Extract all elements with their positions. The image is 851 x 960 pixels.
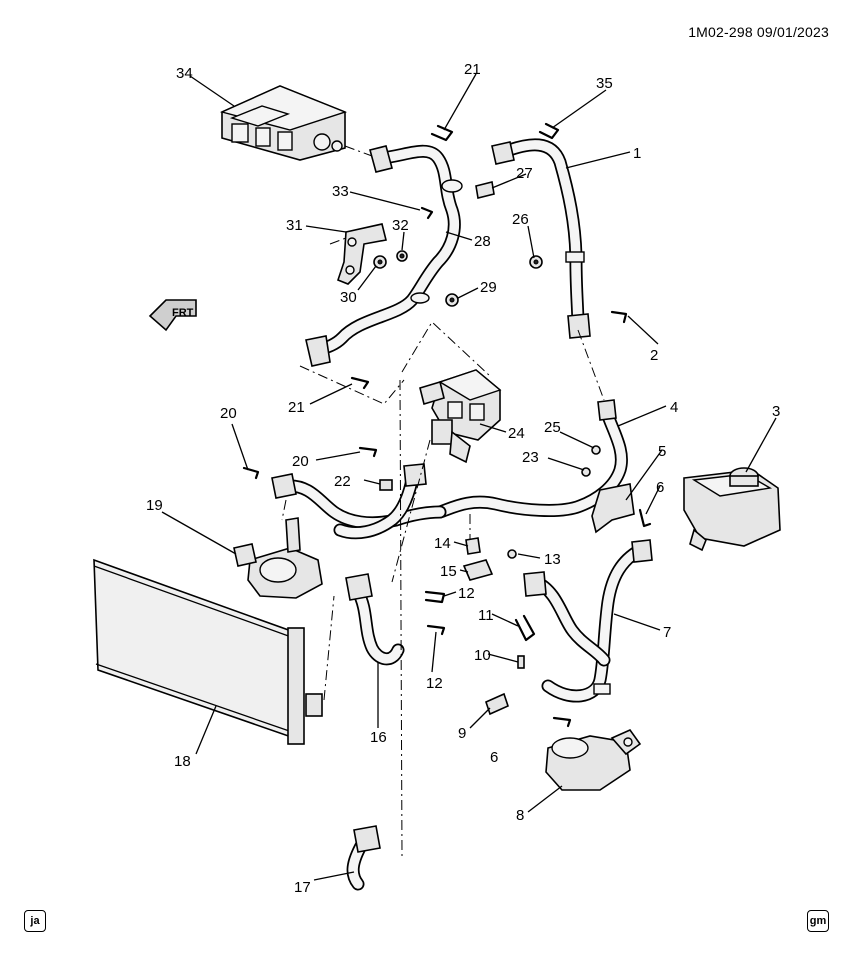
front-orientation-arrow: FRT bbox=[148, 299, 197, 332]
callout-12-lower: 12 bbox=[426, 675, 443, 692]
part-2-clip bbox=[610, 310, 628, 324]
part-13-bolt bbox=[507, 549, 517, 559]
part-10-bolt bbox=[517, 655, 525, 669]
callout-26: 26 bbox=[512, 211, 529, 228]
part-30-bolt bbox=[373, 255, 387, 269]
dashed-line-a bbox=[401, 321, 491, 377]
dashed-line-b bbox=[299, 365, 405, 405]
callout-18: 18 bbox=[174, 753, 191, 770]
dashed-line-d bbox=[399, 379, 403, 857]
part-16-hose bbox=[345, 573, 405, 666]
callout-14: 14 bbox=[434, 535, 451, 552]
part-6-clip-upper bbox=[638, 508, 652, 528]
part-26-nut bbox=[529, 255, 543, 269]
callout-23: 23 bbox=[522, 449, 539, 466]
callout-30: 30 bbox=[340, 289, 357, 306]
callout-33: 33 bbox=[332, 183, 349, 200]
diagram-code: 1M02-298 09/01/2023 bbox=[688, 24, 829, 40]
part-8-pump bbox=[545, 729, 642, 791]
part-3-reservoir bbox=[683, 467, 781, 552]
lower-left-hose bbox=[271, 463, 447, 540]
dashed-line-c bbox=[577, 329, 605, 401]
front-label: FRT bbox=[172, 307, 194, 319]
part-17-hose bbox=[346, 825, 381, 891]
callout-8: 8 bbox=[516, 807, 524, 824]
part-14-fitting bbox=[465, 537, 481, 555]
callout-12-upper: 12 bbox=[458, 585, 475, 602]
part-4-hose bbox=[433, 399, 628, 519]
part-33-clip bbox=[420, 206, 434, 220]
callout-16: 16 bbox=[370, 729, 387, 746]
callout-13: 13 bbox=[544, 551, 561, 568]
callout-31: 31 bbox=[286, 217, 303, 234]
callout-22: 22 bbox=[334, 473, 351, 490]
callout-6-upper: 6 bbox=[656, 479, 664, 496]
callout-4: 4 bbox=[670, 399, 678, 416]
dashed-line-e bbox=[391, 439, 431, 583]
dashed-line-f bbox=[281, 499, 287, 521]
callout-34: 34 bbox=[176, 65, 193, 82]
callout-21-top: 21 bbox=[464, 61, 481, 78]
callout-9: 9 bbox=[458, 725, 466, 742]
part-22-nut bbox=[379, 479, 393, 491]
part-5-bracket bbox=[591, 483, 635, 534]
part-21-clip-lower bbox=[350, 376, 370, 390]
callout-28: 28 bbox=[474, 233, 491, 250]
leader-lines bbox=[161, 73, 777, 881]
callout-1: 1 bbox=[633, 145, 641, 162]
part-20-clip-b bbox=[242, 466, 260, 480]
callout-29: 29 bbox=[480, 279, 497, 296]
callout-25: 25 bbox=[544, 419, 561, 436]
callout-2: 2 bbox=[650, 347, 658, 364]
part-12-clip-b bbox=[426, 624, 446, 636]
gm-logo-badge: gm bbox=[807, 910, 829, 932]
part-32-nut bbox=[396, 250, 408, 262]
callout-10: 10 bbox=[474, 647, 491, 664]
callout-32: 32 bbox=[392, 217, 409, 234]
part-35-clip bbox=[538, 122, 560, 140]
part-34-module bbox=[219, 85, 373, 161]
part-18-radiator bbox=[93, 558, 335, 745]
callout-17: 17 bbox=[294, 879, 311, 896]
part-27-fitting bbox=[475, 181, 495, 199]
part-7-hose bbox=[523, 539, 653, 703]
callout-labels: 1 2 3 4 5 6 6 7 8 9 10 11 12 12 13 14 15… bbox=[146, 61, 780, 896]
callout-24: 24 bbox=[508, 425, 525, 442]
part-28-hose bbox=[305, 144, 463, 367]
part-19-pump bbox=[233, 517, 323, 599]
callout-20-left: 20 bbox=[220, 405, 237, 422]
callout-19: 19 bbox=[146, 497, 163, 514]
callout-11: 11 bbox=[478, 607, 494, 624]
part-11-clip bbox=[514, 614, 536, 642]
callout-27: 27 bbox=[516, 165, 533, 182]
part-1-hose bbox=[491, 138, 591, 339]
callout-21-lower: 21 bbox=[288, 399, 305, 416]
part-6-clip-lower bbox=[552, 716, 572, 728]
part-15-bracket bbox=[462, 559, 494, 581]
part-9-sensor bbox=[485, 692, 509, 716]
part-20-clip-a bbox=[358, 446, 378, 458]
corner-badge-left: ja bbox=[24, 910, 46, 932]
callout-15: 15 bbox=[440, 563, 457, 580]
callout-6-lower: 6 bbox=[490, 749, 498, 766]
part-24-valve bbox=[419, 369, 502, 464]
callout-3: 3 bbox=[772, 403, 780, 420]
callout-7: 7 bbox=[663, 624, 671, 641]
part-31-bracket bbox=[337, 223, 387, 285]
callout-20-center: 20 bbox=[292, 453, 309, 470]
dashed-line-g bbox=[329, 237, 347, 245]
callout-35: 35 bbox=[596, 75, 613, 92]
callout-5: 5 bbox=[658, 443, 666, 460]
part-29-nut bbox=[445, 293, 459, 307]
part-12-clip-a bbox=[424, 590, 446, 604]
part-21-clip-top bbox=[430, 124, 454, 142]
